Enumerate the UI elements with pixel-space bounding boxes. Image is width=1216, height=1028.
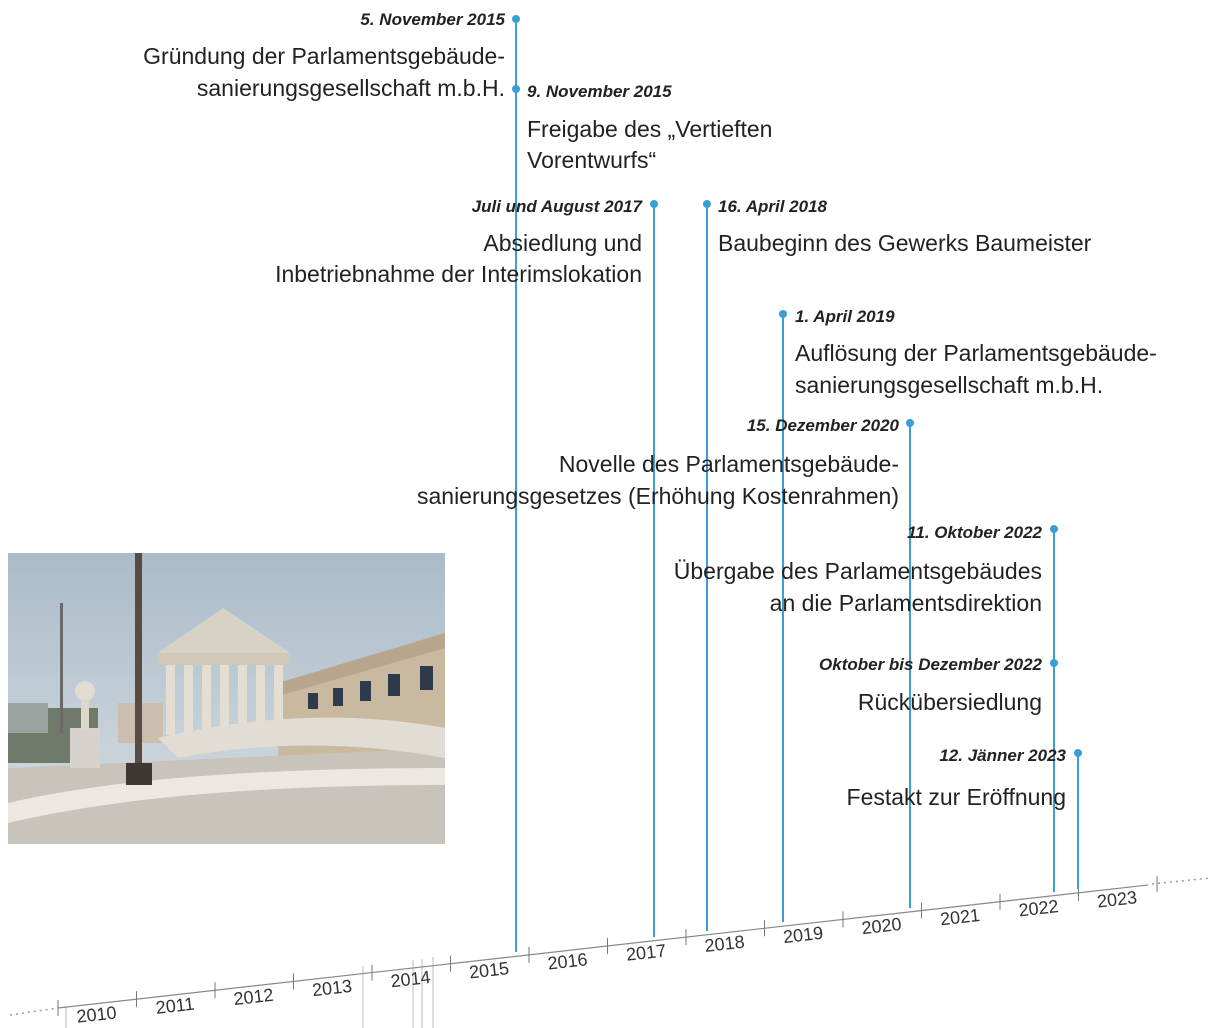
event-desc-line: Freigabe des „Vertieften [527, 116, 772, 142]
event-desc-line: Vorentwurfs“ [527, 147, 656, 173]
event-date: 16. April 2018 [718, 197, 828, 216]
event-desc-line: sanierungsgesetzes (Erhöhung Kostenrahme… [417, 483, 899, 509]
event-desc-line: Übergabe des Parlamentsgebäudes [674, 558, 1042, 584]
event-date: 5. November 2015 [360, 10, 505, 29]
event-dot [906, 419, 914, 427]
event-11-oct-2022: 11. Oktober 2022 Übergabe des Parlaments… [674, 523, 1043, 616]
event-desc-line: Baubeginn des Gewerks Baumeister [718, 230, 1092, 256]
event-date: 11. Oktober 2022 [907, 523, 1042, 542]
year-label: 2015 [468, 958, 510, 982]
event-dot [1074, 749, 1082, 757]
event-dot [703, 200, 711, 208]
event-oct-dec-2022: Oktober bis Dezember 2022 Rückübersiedlu… [819, 655, 1043, 715]
event-16-apr-2018: 16. April 2018 Baubeginn des Gewerks Bau… [718, 197, 1092, 256]
event-9-nov-2015: 9. November 2015 Freigabe des „Vertiefte… [527, 82, 772, 173]
parliament-building-photo [8, 553, 445, 844]
event-date: 15. Dezember 2020 [747, 416, 900, 435]
event-12-jan-2023: 12. Jänner 2023 Festakt zur Eröffnung [847, 746, 1067, 810]
year-label: 2010 [76, 1002, 118, 1026]
axis-line [57, 884, 1149, 1009]
year-label: 2022 [1018, 896, 1060, 920]
event-dot [1050, 659, 1058, 667]
event-dots [512, 15, 1082, 757]
event-1-apr-2019: 1. April 2019 Auflösung der Parlamentsge… [795, 307, 1157, 398]
event-desc-line: Festakt zur Eröffnung [847, 784, 1066, 810]
event-5-nov-2015: 5. November 2015 Gründung der Parlaments… [143, 10, 505, 101]
event-desc-line: Auflösung der Parlamentsgebäude- [795, 340, 1157, 366]
year-label: 2018 [704, 932, 746, 956]
event-dot [779, 310, 787, 318]
axis-dotted-left [9, 1007, 59, 1016]
axis-dotted-right [1151, 877, 1211, 885]
event-desc-line: sanierungsgesellschaft m.b.H. [795, 372, 1103, 398]
event-desc-line: Gründung der Parlamentsgebäude- [143, 43, 505, 69]
year-label: 2020 [861, 914, 903, 938]
event-stems [515, 19, 1079, 952]
event-desc-line: Novelle des Parlamentsgebäude- [559, 451, 899, 477]
event-15-dec-2020: 15. Dezember 2020 Novelle des Parlaments… [417, 416, 900, 509]
year-label: 2012 [233, 985, 275, 1009]
event-dot [512, 15, 520, 23]
event-jul-aug-2017: Juli und August 2017 Absiedlung und Inbe… [275, 197, 643, 287]
event-desc-line: an die Parlamentsdirektion [770, 590, 1042, 616]
year-label: 2019 [782, 923, 824, 947]
year-label: 2014 [390, 967, 432, 991]
event-date: 9. November 2015 [527, 82, 672, 101]
event-date: Juli und August 2017 [472, 197, 644, 216]
faint-marker-lines [65, 957, 434, 1028]
event-date: Oktober bis Dezember 2022 [819, 655, 1043, 674]
event-dot [650, 200, 658, 208]
year-label: 2016 [547, 949, 589, 973]
year-label: 2013 [311, 976, 353, 1000]
time-axis: 2010 2011 2012 2013 2014 2015 2016 2017 2018 2019… [9, 875, 1211, 1027]
event-date: 1. April 2019 [795, 307, 895, 326]
year-label: 2021 [939, 905, 981, 929]
year-label: 2017 [625, 940, 667, 964]
event-desc-line: Inbetriebnahme der Interimslokation [275, 261, 642, 287]
event-dot [1050, 525, 1058, 533]
year-label: 2023 [1096, 887, 1138, 911]
event-dot [512, 85, 520, 93]
event-desc-line: Absiedlung und [483, 230, 642, 256]
year-label: 2011 [155, 994, 196, 1018]
event-desc-line: sanierungsgesellschaft m.b.H. [197, 75, 505, 101]
event-date: 12. Jänner 2023 [939, 746, 1066, 765]
event-desc-line: Rückübersiedlung [858, 689, 1042, 715]
